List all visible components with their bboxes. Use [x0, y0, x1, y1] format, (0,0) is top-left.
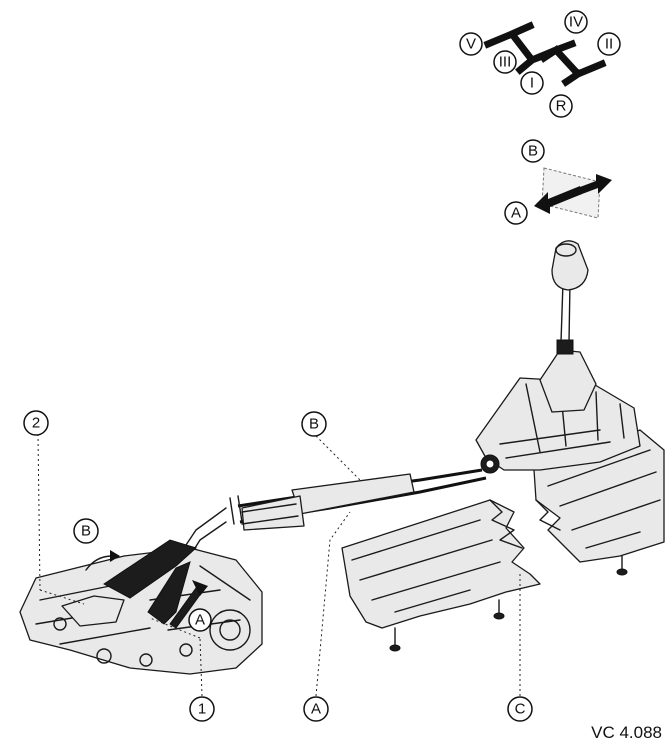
- figure-reference: VC 4.088: [591, 723, 662, 742]
- callout-part-1: 1: [189, 696, 215, 722]
- svg-text:IV: IV: [569, 14, 583, 31]
- gear-shift-pattern: V IV III II I R: [459, 10, 621, 118]
- callout-leaders: [37, 433, 521, 697]
- svg-text:B: B: [528, 143, 538, 160]
- svg-text:A: A: [311, 701, 321, 718]
- callout-cable-a: A: [303, 696, 329, 722]
- gear-knob-icon: [551, 240, 589, 291]
- shift-gate-lines: [483, 21, 607, 87]
- cable-sheath: [291, 473, 415, 515]
- selector-lever: [103, 539, 197, 599]
- svg-text:III: III: [499, 54, 512, 71]
- gear-label-r: R: [549, 94, 573, 118]
- svg-text:R: R: [556, 98, 567, 115]
- svg-text:1: 1: [198, 701, 206, 718]
- direction-arrow-b-icon: [572, 174, 612, 197]
- direction-label-a: A: [504, 201, 528, 225]
- bracket-stud-3: [616, 555, 628, 576]
- svg-text:A: A: [195, 612, 205, 629]
- svg-text:A: A: [511, 205, 521, 222]
- svg-text:II: II: [605, 36, 613, 53]
- cable-break-marks: [229, 495, 243, 525]
- shift-cables: [183, 468, 487, 557]
- gearbox-assembly: [19, 539, 263, 675]
- svg-text:B: B: [81, 523, 91, 540]
- lever-boot: [539, 349, 597, 413]
- selector-bracket: [61, 595, 125, 627]
- shift-lever-assembly: [475, 240, 641, 474]
- direction-indicator: B A: [504, 139, 612, 225]
- callout-gearbox-b: B: [73, 518, 99, 544]
- callout-part-2: 2: [23, 410, 49, 436]
- gear-label-iv: IV: [564, 10, 588, 34]
- gearbox-rotation-arrow: [85, 555, 113, 571]
- direction-label-b: B: [521, 139, 545, 163]
- direction-arrow-a-icon: [534, 186, 582, 214]
- svg-text:I: I: [530, 75, 534, 92]
- lever-collar: [556, 339, 574, 355]
- svg-text:C: C: [515, 701, 526, 718]
- lever-shaft: [560, 281, 571, 343]
- bracket-stud-1: [389, 627, 401, 652]
- svg-text:B: B: [309, 416, 319, 433]
- callout-cable-b: B: [301, 411, 327, 437]
- bracket-stud-2: [493, 599, 505, 620]
- callout-gearbox-a: A: [188, 608, 212, 632]
- bracket-break-line: [489, 499, 561, 549]
- gear-label-iii: III: [493, 50, 517, 74]
- gear-label-ii: II: [597, 32, 621, 56]
- gear-label-i: I: [520, 71, 544, 95]
- svg-text:V: V: [466, 36, 476, 53]
- bracket-plate-left: [341, 499, 541, 629]
- gear-label-v: V: [459, 32, 483, 56]
- callout-bracket-c: C: [507, 696, 533, 722]
- svg-text:2: 2: [32, 415, 40, 432]
